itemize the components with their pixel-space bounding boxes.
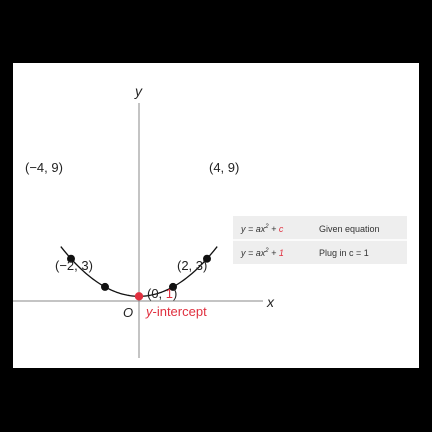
- point-neg4-9: [67, 254, 75, 263]
- y-intercept-var: y: [145, 304, 154, 319]
- y-intercept-text: -intercept: [153, 304, 208, 319]
- points-layer: [67, 254, 211, 301]
- step-1-eq-exp: 2: [264, 224, 269, 230]
- point-label-4-9: (4, 9): [209, 160, 239, 175]
- graph-card: x y O (−4, 9) (−2, 3) (2, 3) (4, 9) (0, …: [13, 63, 419, 368]
- point-4-9: [203, 254, 211, 263]
- step-1-equation: y = ax2 + c: [240, 224, 284, 234]
- vertex-label-value: 1: [166, 286, 173, 301]
- step-2-eq-mid: +: [269, 248, 279, 258]
- step-1-note: Given equation: [319, 224, 380, 234]
- point-label-neg4-9: (−4, 9): [25, 160, 63, 175]
- step-1-eq-lhs: y = ax: [240, 224, 266, 234]
- step-1-eq-highlight: c: [279, 224, 284, 234]
- point-label-neg2-3: (−2, 3): [55, 258, 93, 273]
- steps-table: y = ax2 + c Given equation y = ax2 + 1 P…: [233, 216, 407, 264]
- vertex-label: (0, 1): [147, 286, 177, 301]
- origin-label: O: [123, 305, 133, 320]
- y-intercept-point: [134, 292, 144, 301]
- step-2-note: Plug in c = 1: [319, 248, 369, 258]
- step-2-equation: y = ax2 + 1: [240, 248, 284, 258]
- point-label-2-3: (2, 3): [177, 258, 207, 273]
- step-2-eq-highlight: 1: [279, 248, 284, 258]
- vertex-label-prefix: (0,: [147, 286, 166, 301]
- parabola-graph: x y O (−4, 9) (−2, 3) (2, 3) (4, 9) (0, …: [13, 83, 407, 358]
- y-axis-label: y: [134, 83, 143, 99]
- x-axis-label: x: [266, 294, 275, 310]
- step-2-eq-exp: 2: [264, 248, 269, 254]
- point-2-3: [169, 282, 177, 291]
- y-intercept-caption: y-intercept: [145, 304, 207, 319]
- step-1-eq-mid: +: [269, 224, 279, 234]
- step-2-eq-lhs: y = ax: [240, 248, 266, 258]
- point-neg2-3: [101, 282, 109, 291]
- vertex-label-suffix: ): [173, 286, 177, 301]
